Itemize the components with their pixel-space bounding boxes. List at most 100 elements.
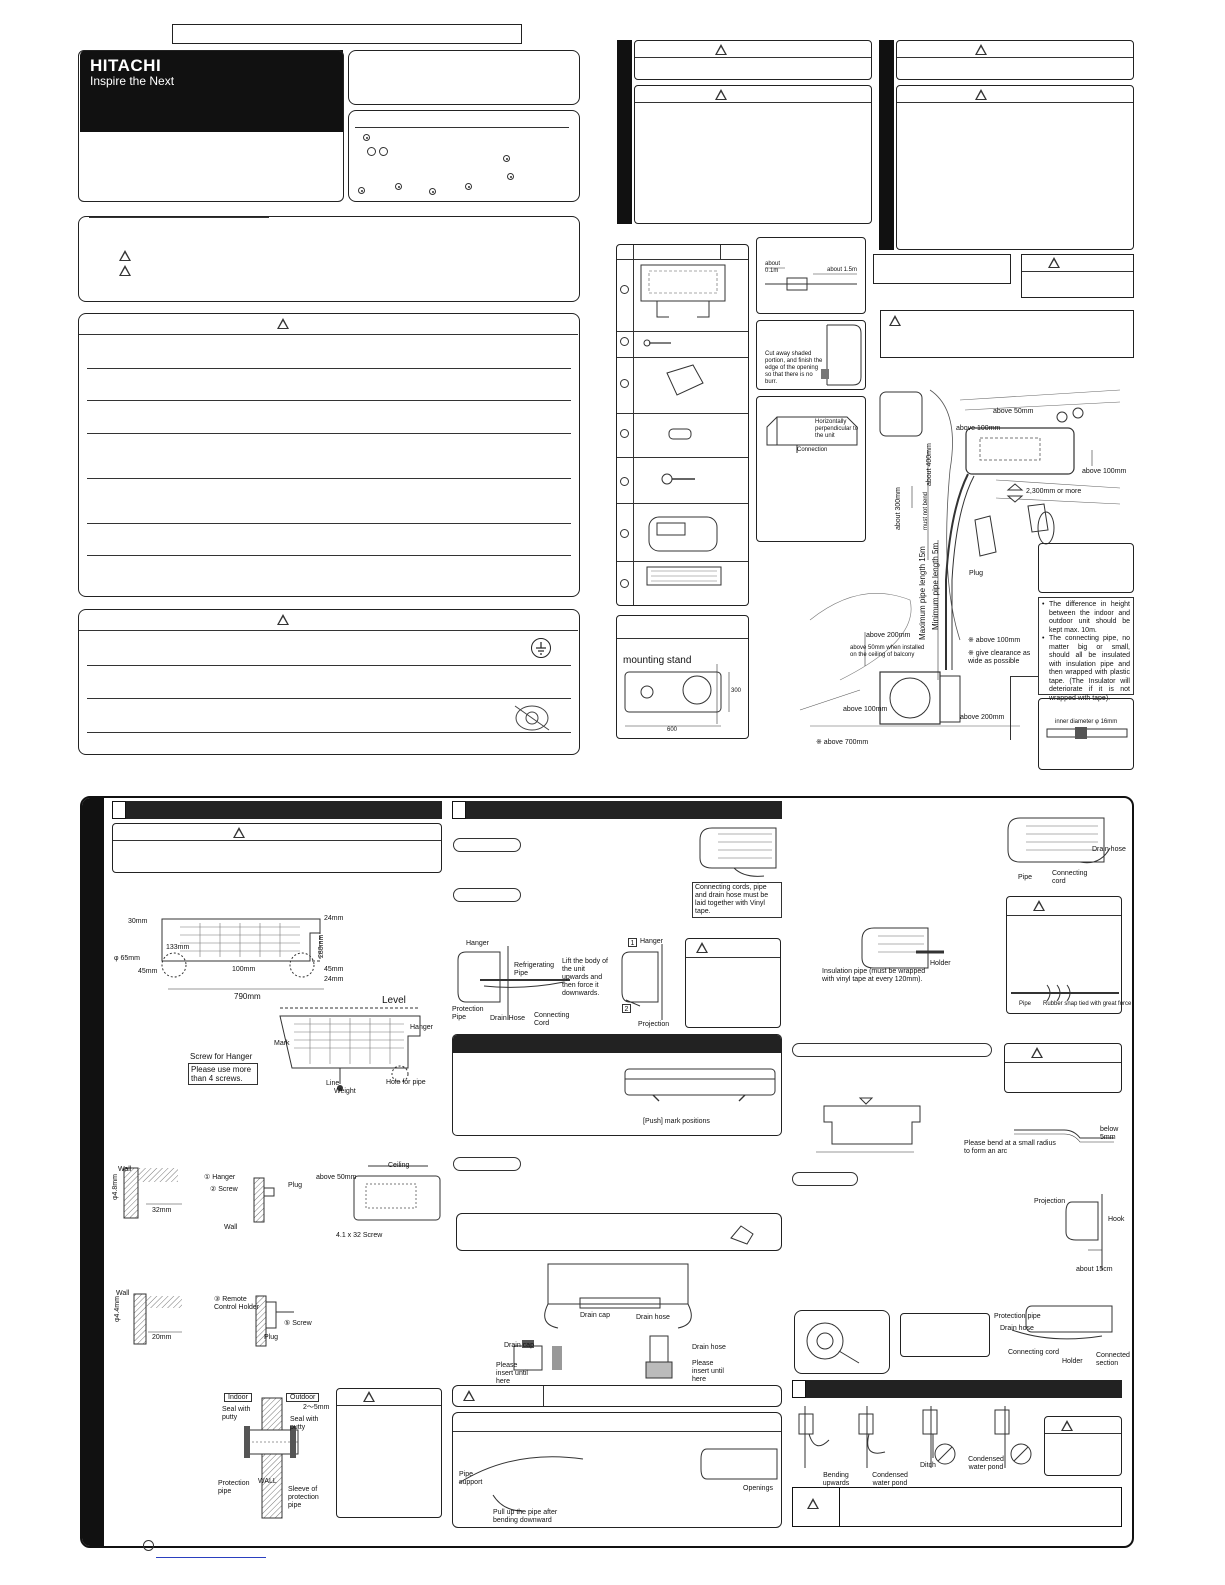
connected-section: Connected section [1096,1352,1130,1367]
front-panel-drawing [624,1068,776,1102]
dim-790: 790mm [234,992,261,1001]
brand-tagline: Inspire the Next [90,74,175,88]
insulation-note: Insulation pipe (must be wrapped with vi… [822,968,926,983]
step-pill-right [792,1172,858,1186]
drain-hose-r2: Drain hose [1000,1325,1034,1332]
note-box-a [873,254,1011,284]
connection-label: Connection [797,447,828,453]
right-warning-box [896,40,1134,80]
note-box-b [1021,254,1134,298]
note-box-c [880,310,1134,358]
front-panel-section: [Push] mark positions [452,1034,782,1136]
mid-caution-box [634,85,872,224]
dim-45b: 45mm [324,966,344,973]
dim-300: 300 [731,688,742,694]
hitachi-logo-panel: HITACHI Inspire the Next [80,50,343,132]
dim-133: 133mm [166,944,190,951]
dim-30: 30mm [128,918,148,925]
tip-box [456,1213,782,1251]
bend-caution [1004,1043,1122,1093]
header-title-box [172,24,522,44]
plug-item-2: Plug [264,1334,279,1341]
wall-lbl: WALL [258,1478,277,1485]
hanger-item: ① Hanger [204,1174,236,1181]
caution-box [78,609,580,755]
hanging-unit-drawing [457,944,663,1020]
openings-lbl: Openings [743,1485,773,1492]
caution-icon [119,265,131,276]
wall-label-1: Wall [118,1166,132,1173]
caution-icon [277,614,289,625]
section-header-middle [452,801,782,819]
clr-above-100-a: above 100mm [956,425,1001,432]
hook-r: Hook [1108,1216,1125,1223]
condensed-pond: Condensed water pond [872,1472,908,1487]
projection-r: Projection [1034,1198,1066,1205]
screw-for-hanger: Screw for Hanger [190,1052,253,1061]
hole-for-pipe: Hole for pipe [386,1079,426,1086]
hanger-level-drawing [279,1007,421,1091]
warning-icon [119,250,131,261]
cutaway-box: Cut away shaded portion, and finish the … [756,320,866,390]
mounting-stand-label: mounting stand [623,655,692,666]
projection-lbl: Projection [638,1021,670,1028]
circle-icon [367,147,376,156]
clr-balcony: above 50mm when installed on the ceiling… [850,645,925,658]
use-more-screws: Please use more than 4 screws. [188,1063,258,1085]
symbol-dot-icon [503,155,510,162]
gap-2-5: 2～5mm [303,1404,330,1411]
symbol-legend-box [348,110,580,202]
clr-about-300: about 300mm [895,487,902,530]
connecting-cord-m: Connecting Cord [534,1012,570,1027]
pipe-support-lbl: Pipe support [459,1471,483,1486]
clr-give-clearance: ※ give clearance as wide as possible [968,650,1031,665]
dim-600: 600 [667,727,678,733]
rubber-caution: Pipe Rubber snap tied with great force [1006,896,1131,1014]
caution-icon [1031,1047,1043,1058]
pipe-r: Pipe [1018,874,1033,881]
clr-must-not-bend: must not bend [923,491,929,530]
caution-bar [452,1385,782,1407]
caution-icon [696,942,708,953]
outdoor-tag: Outdoor [286,1393,320,1402]
wall-label-2: Wall [224,1224,238,1231]
drain-cap-lbl: Drain cap [504,1342,534,1349]
remote-holder-item: ③ Remote Control Holder [214,1296,260,1311]
dim-24b: 24mm [324,976,344,983]
caution-icon [463,1390,475,1401]
bending-upwards: Bending upwards [822,1472,850,1487]
tape-note: Connecting cords, pipe and drain hose mu… [692,882,782,918]
empty-note-box [900,1313,990,1357]
mounting-stand-box: mounting stand 600 300 [616,615,749,739]
insert-until-1: Please insert until here [496,1362,528,1385]
bend-small: Please bend at a small radius to form an… [964,1140,1056,1155]
drain-right-drawing [1007,817,1111,864]
hanger-lbl-m: Hanger [466,940,489,947]
dim-24a: 24mm [324,915,344,922]
hook-drawing [1065,1194,1103,1270]
warning-icon [807,1498,819,1509]
level-label: Level [382,995,406,1006]
footer-link-line [156,1557,266,1558]
min-pipe-length: Minimum pipe length 5m [931,542,940,630]
dim-32: 32mm [152,1207,172,1214]
above-50-ceiling: above 50mm [316,1174,357,1181]
screw-item-2: ⑤ Screw [284,1320,312,1327]
drain-caution [1044,1416,1122,1476]
bend-arc-drawing [1014,1129,1114,1143]
hanger-drawing [161,918,324,990]
safety-intro-box [78,216,580,302]
caution-icon [233,827,245,838]
model-box [78,50,344,202]
clr-above-200-a: above 200mm [866,632,911,639]
hanging-caution [685,938,781,1028]
cutaway-note: Cut away shaded portion, and finish the … [765,351,823,385]
height-note-box [1038,543,1134,593]
clr-2300: 2,300mm or more [1026,488,1082,495]
step-pill-3 [453,1157,521,1171]
drain-hose-top: Drain hose [636,1314,670,1321]
drain-hose-lbl: Drain hose [692,1344,726,1351]
below-5: below 5mm [1100,1126,1119,1141]
rubber-note: Rubber snap tied with great force [1043,1001,1132,1007]
bottom-side-bar [82,798,104,1546]
